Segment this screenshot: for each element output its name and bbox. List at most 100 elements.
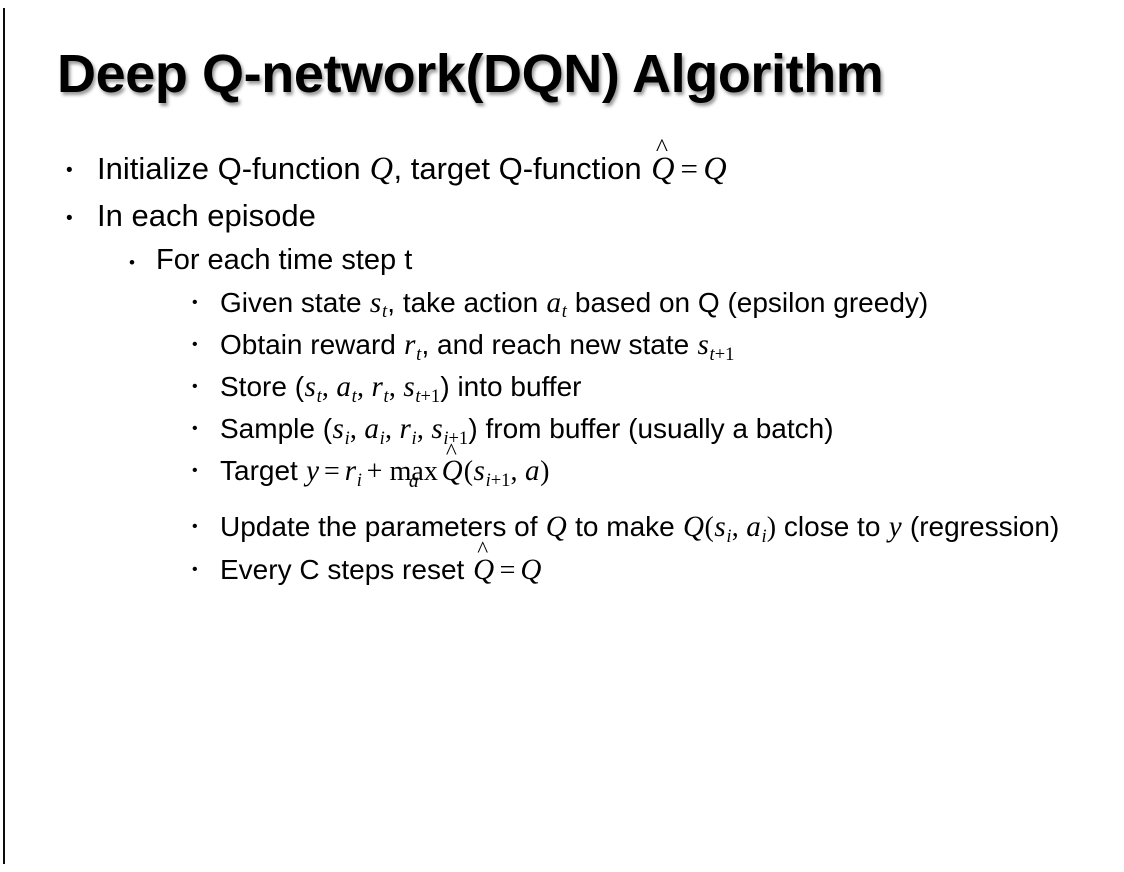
math-var-s: s: [332, 413, 344, 446]
math-var-s: s: [369, 286, 382, 319]
list-item: • Obtain reward rt, and reach new state …: [0, 326, 1124, 366]
math-var-s: s: [714, 511, 726, 544]
list-item-label: Obtain reward rt, and reach new state st…: [220, 326, 1090, 366]
math-operator-equals: =: [499, 554, 516, 586]
math-var-a: a: [546, 286, 562, 319]
subscript-var: i: [443, 427, 449, 448]
math-subscript: i: [411, 427, 417, 448]
math-var-y: y: [306, 455, 320, 488]
math-var-r: r: [399, 413, 411, 446]
bullet-list: • Initialize Q-function Q, target Q-func…: [0, 135, 1124, 591]
math-var-r: r: [344, 455, 357, 488]
math-subscript: i: [726, 525, 732, 546]
text-fragment: ,: [321, 372, 336, 404]
math-paren-close: ): [540, 456, 550, 488]
text-fragment: Store (: [220, 371, 305, 403]
list-item: • Store (st, at, rt, st+1) into buffer: [0, 368, 1124, 408]
math-subscript: t+1: [415, 386, 440, 406]
slide-left-edge-band: [3, 8, 5, 864]
math-var-q: Q: [545, 511, 567, 544]
subscript-var: t: [415, 385, 421, 406]
text-fragment: Given state: [220, 286, 370, 318]
math-var-q: Q: [683, 511, 705, 544]
math-var-q-hat: ^Q: [441, 440, 464, 491]
list-item-label: Every C steps reset ^Q=Q: [220, 538, 1090, 590]
bullet-glyph: •: [192, 293, 198, 311]
math-operator-equals: =: [680, 151, 698, 186]
list-item: • In each episode: [0, 196, 1124, 236]
math-var-s: s: [304, 371, 316, 404]
text-fragment: , take action: [387, 286, 547, 318]
text-fragment: ) from buffer (usually a batch): [468, 413, 834, 445]
bullet-glyph: •: [129, 253, 135, 273]
math-operator-equals: =: [324, 456, 340, 488]
text-fragment: (regression): [902, 511, 1060, 543]
math-var-a: a: [364, 413, 379, 446]
list-item-label: For each time step t: [156, 244, 413, 277]
text-fragment: to make: [567, 511, 683, 543]
bullet-glyph: •: [192, 462, 198, 480]
math-subscript: t+1: [709, 343, 735, 364]
math-var-q-base: Q: [473, 553, 495, 586]
list-item: • For each time step t: [0, 242, 1124, 280]
max-label: max: [389, 456, 438, 488]
list-item-label: Initialize Q-function Q, target Q-functi…: [97, 135, 1084, 190]
subscript-offset: +1: [420, 385, 441, 406]
list-item-label: Sample (si, ai, ri, si+1) from buffer (u…: [220, 410, 1090, 450]
math-subscript: i: [379, 427, 385, 448]
bullet-glyph: •: [192, 560, 198, 578]
bullet-glyph: •: [192, 378, 198, 396]
text-fragment: Every C steps reset: [220, 553, 473, 585]
math-subscript: i: [761, 525, 767, 546]
text-fragment: ,: [731, 512, 746, 544]
hat-accent-icon: ^: [445, 438, 457, 465]
bullet-glyph: •: [192, 335, 198, 353]
text-fragment: ,: [349, 414, 364, 446]
math-var-q: Q: [369, 150, 394, 186]
math-var-s: s: [403, 371, 415, 404]
math-paren-open: (: [704, 512, 714, 544]
text-fragment: close to: [776, 511, 889, 543]
subscript-offset: +1: [714, 343, 735, 364]
math-paren-close: ): [766, 512, 777, 544]
math-subscript: t: [561, 301, 567, 322]
text-fragment: Initialize Q-function: [97, 151, 370, 186]
subscript-var: i: [485, 469, 491, 490]
math-var-a: a: [525, 455, 540, 488]
max-underscript: a: [408, 471, 419, 493]
text-fragment: , and reach new state: [421, 328, 698, 360]
math-subscript: i: [344, 427, 350, 448]
subscript-offset: +1: [490, 469, 511, 490]
math-subscript: t: [383, 385, 389, 406]
list-item: • Initialize Q-function Q, target Q-func…: [0, 135, 1124, 190]
text-fragment: Obtain reward: [220, 328, 404, 360]
bullet-glyph: •: [66, 160, 73, 181]
math-subscript: t: [351, 385, 357, 406]
text-fragment: Update the parameters of: [220, 511, 546, 543]
text-fragment: ,: [384, 414, 399, 446]
math-var-a: a: [336, 371, 351, 404]
math-subscript: t: [381, 301, 388, 322]
math-subscript: i+1: [443, 428, 468, 448]
math-var-s: s: [473, 455, 485, 488]
math-var-r: r: [371, 371, 383, 404]
bullet-glyph: •: [192, 518, 198, 536]
text-fragment: ,: [388, 372, 403, 404]
text-fragment: ,: [416, 414, 431, 446]
hat-accent-icon: ^: [477, 536, 489, 563]
math-subscript: i: [356, 469, 362, 490]
math-subscript: t: [416, 343, 422, 364]
list-item: • Sample (si, ai, ri, si+1) from buffer …: [0, 410, 1124, 450]
math-subscript: i+1: [485, 469, 511, 490]
text-fragment: Sample (: [220, 413, 333, 445]
bullet-glyph: •: [66, 207, 73, 229]
text-fragment: , target Q-function: [393, 151, 651, 186]
list-item-label: Update the parameters of Q to make Q(si,…: [220, 508, 1090, 548]
math-var-q: Q: [520, 553, 542, 586]
math-var-q: Q: [703, 150, 727, 186]
math-var-r: r: [404, 328, 416, 361]
bullet-glyph: •: [192, 420, 198, 438]
